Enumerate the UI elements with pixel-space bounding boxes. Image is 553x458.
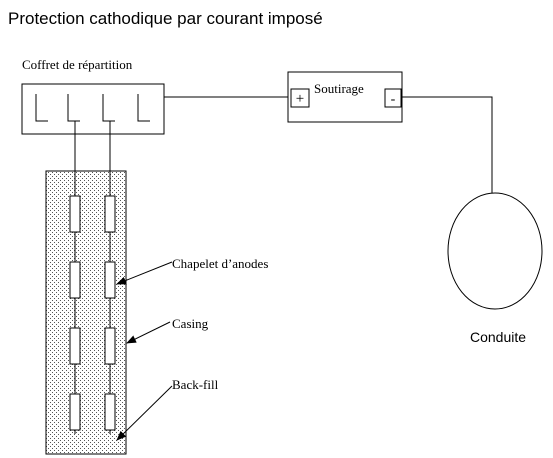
anode — [69, 393, 81, 431]
conduite-pipe — [447, 192, 543, 310]
casing-arrow — [126, 321, 171, 344]
minus-sign: - — [391, 92, 396, 107]
casing-label: Casing — [172, 316, 209, 331]
backfill-arrow — [116, 385, 173, 441]
anode — [104, 327, 116, 365]
anode — [69, 261, 81, 299]
chapelet-arrow — [116, 261, 173, 285]
conduite-label: Conduite — [470, 329, 526, 345]
anode — [69, 195, 81, 233]
soutirage-label: Soutirage — [314, 81, 364, 96]
wire-soutirage-to-conduite — [401, 96, 493, 193]
backfill-label: Back-fill — [172, 377, 219, 392]
anode — [104, 393, 116, 431]
coffret-box — [21, 83, 165, 135]
plus-sign: + — [296, 91, 304, 107]
plus-terminal — [290, 88, 310, 108]
anode-string-right — [104, 121, 116, 434]
coffret-label: Coffret de répartition — [22, 57, 133, 72]
anode-string-left — [69, 121, 81, 434]
anode — [104, 261, 116, 299]
anode — [69, 327, 81, 365]
diagram-title: Protection cathodique par courant imposé — [8, 9, 323, 28]
minus-terminal — [384, 88, 402, 108]
chapelet-label: Chapelet d’anodes — [172, 256, 268, 271]
soutirage-box — [287, 71, 403, 123]
anode — [104, 195, 116, 233]
